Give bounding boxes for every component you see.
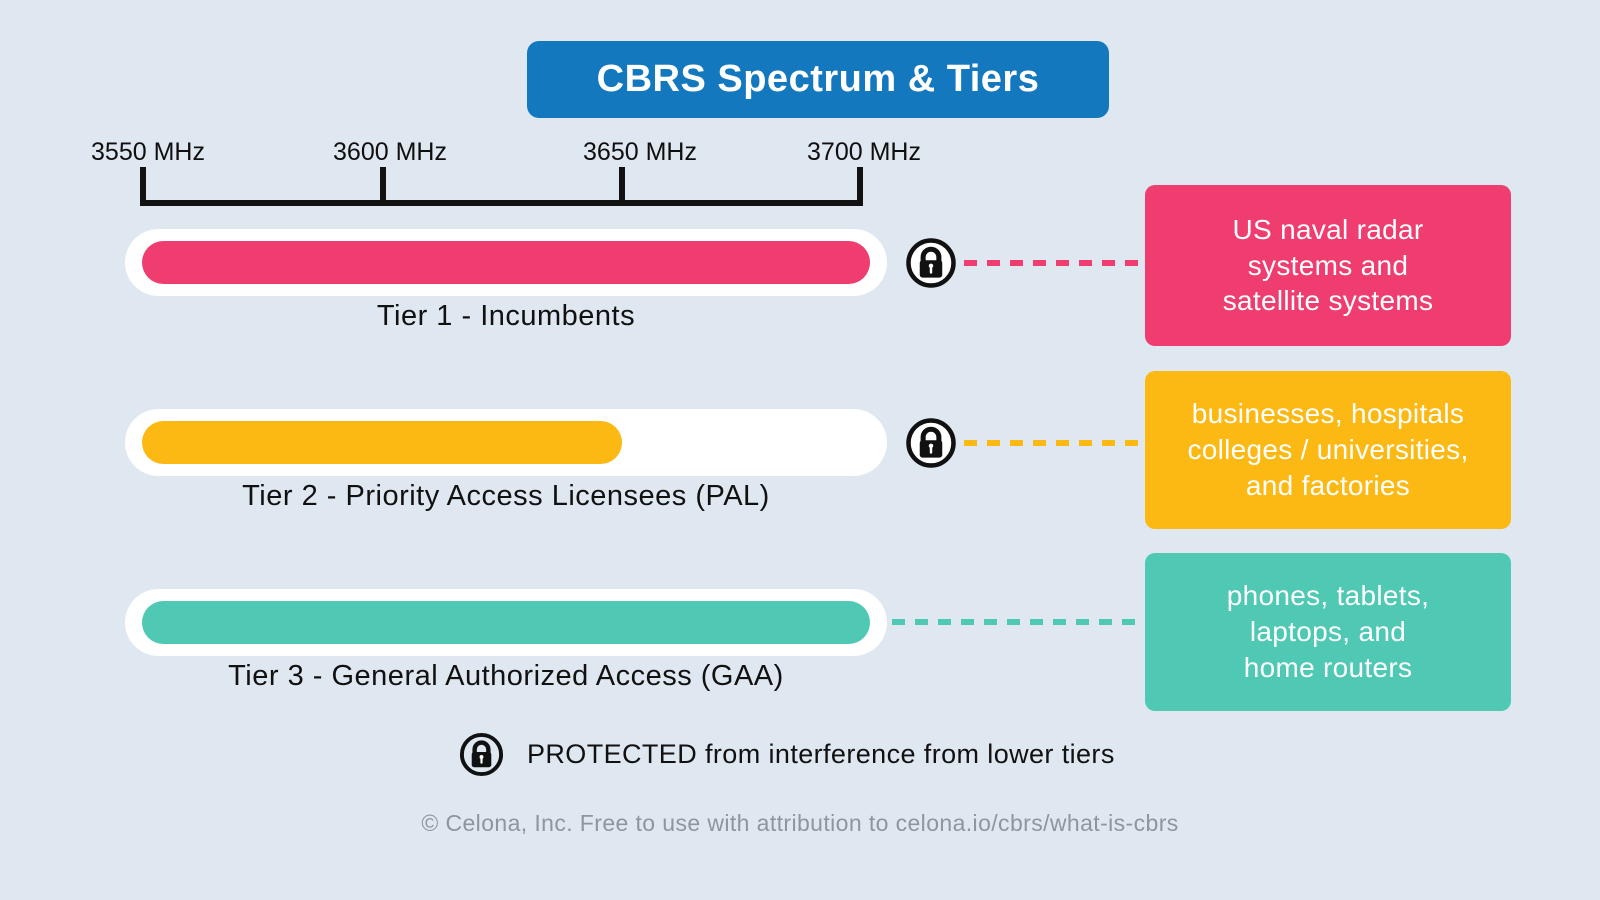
tier3-description-box: phones, tablets, laptops, and home route…	[1145, 553, 1511, 711]
axis-tick-label-3550: 3550 MHz	[91, 138, 205, 166]
frequency-axis-line	[140, 200, 863, 206]
tier3-connector-line	[892, 619, 1142, 625]
tier3-label: Tier 3 - General Authorized Access (GAA)	[228, 660, 784, 692]
protected-legend-text: PROTECTED from interference from lower t…	[527, 739, 1115, 769]
lock-icon	[906, 418, 956, 468]
axis-tick-label-3650: 3650 MHz	[583, 138, 697, 166]
tier2-description-text: businesses, hospitals colleges / univers…	[1187, 398, 1469, 501]
tier2-connector-line	[964, 440, 1142, 446]
tier2-bar	[142, 421, 622, 464]
tier3-bar	[142, 601, 870, 644]
attribution-footer: © Celona, Inc. Free to use with attribut…	[421, 810, 1179, 836]
tier1-connector-line	[964, 260, 1142, 266]
protected-legend: PROTECTED from interference from lower t…	[458, 731, 1115, 778]
tier2-description-box: businesses, hospitals colleges / univers…	[1145, 371, 1511, 529]
axis-tick-3550	[140, 167, 146, 206]
tier1-track	[125, 229, 887, 296]
page-title: CBRS Spectrum & Tiers	[527, 41, 1109, 118]
axis-tick-3700	[857, 167, 863, 206]
axis-tick-3600	[380, 167, 386, 206]
tier1-bar	[142, 241, 870, 284]
tier2-label: Tier 2 - Priority Access Licensees (PAL)	[242, 480, 770, 512]
tier3-description-text: phones, tablets, laptops, and home route…	[1226, 580, 1430, 683]
tier2-track	[125, 409, 887, 476]
tier1-description-text: US naval radar systems and satellite sys…	[1222, 213, 1434, 317]
page-title-text: CBRS Spectrum & Tiers	[596, 58, 1040, 100]
axis-tick-label-3700: 3700 MHz	[807, 138, 921, 166]
tier1-description-box: US naval radar systems and satellite sys…	[1145, 185, 1511, 346]
tier3-track	[125, 589, 887, 656]
axis-tick-label-3600: 3600 MHz	[333, 138, 447, 166]
lock-icon	[906, 238, 956, 288]
axis-tick-3650	[619, 167, 625, 206]
tier1-label: Tier 1 - Incumbents	[376, 300, 636, 332]
lock-icon	[459, 732, 504, 777]
